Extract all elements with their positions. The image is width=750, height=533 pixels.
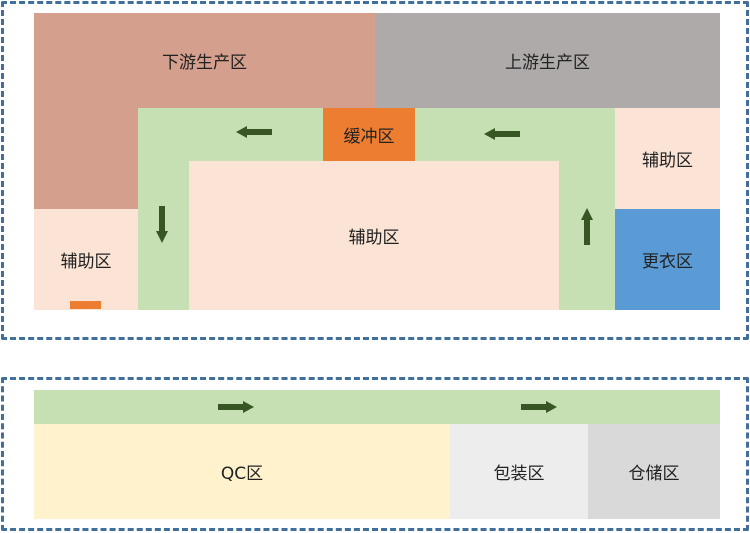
auxiliary-zone-right-label: 辅助区	[642, 151, 693, 171]
right-arrow-icon	[521, 401, 557, 413]
storage-zone: 仓储区	[588, 424, 720, 519]
upstream-production-zone: 上游生产区	[375, 13, 720, 108]
downstream-production-label: 下游生产区	[162, 53, 247, 73]
changing-room-zone: 更衣区	[615, 209, 720, 310]
qc-zone-label: QC区	[220, 464, 264, 484]
right-arrow-icon	[218, 401, 254, 413]
changing-room-label: 更衣区	[642, 252, 693, 272]
downstream-production-zone: 下游生产区	[34, 13, 375, 108]
bottom-corridor	[34, 390, 720, 424]
packaging-zone: 包装区	[450, 424, 588, 519]
buffer-zone-label: 缓冲区	[343, 127, 395, 147]
up-arrow-icon	[581, 208, 593, 245]
qc-zone: QC区	[34, 424, 450, 519]
auxiliary-zone-center: 辅助区	[189, 161, 559, 310]
left-arrow-icon	[484, 128, 520, 140]
door-marker	[70, 301, 101, 309]
auxiliary-zone-left: 辅助区	[34, 209, 138, 310]
downstream-production-zone-extension	[34, 108, 138, 209]
auxiliary-zone-left-label: 辅助区	[60, 252, 112, 272]
storage-zone-label: 仓储区	[628, 464, 680, 484]
left-arrow-icon	[236, 126, 272, 138]
bottom-area-frame	[1, 377, 749, 531]
packaging-zone-label: 包装区	[493, 464, 545, 484]
down-arrow-icon	[156, 206, 168, 243]
auxiliary-zone-right: 辅助区	[615, 108, 720, 209]
auxiliary-zone-center-label: 辅助区	[348, 228, 400, 248]
top-area-frame	[1, 1, 749, 340]
buffer-zone: 缓冲区	[323, 108, 415, 161]
upstream-production-label: 上游生产区	[505, 53, 590, 73]
